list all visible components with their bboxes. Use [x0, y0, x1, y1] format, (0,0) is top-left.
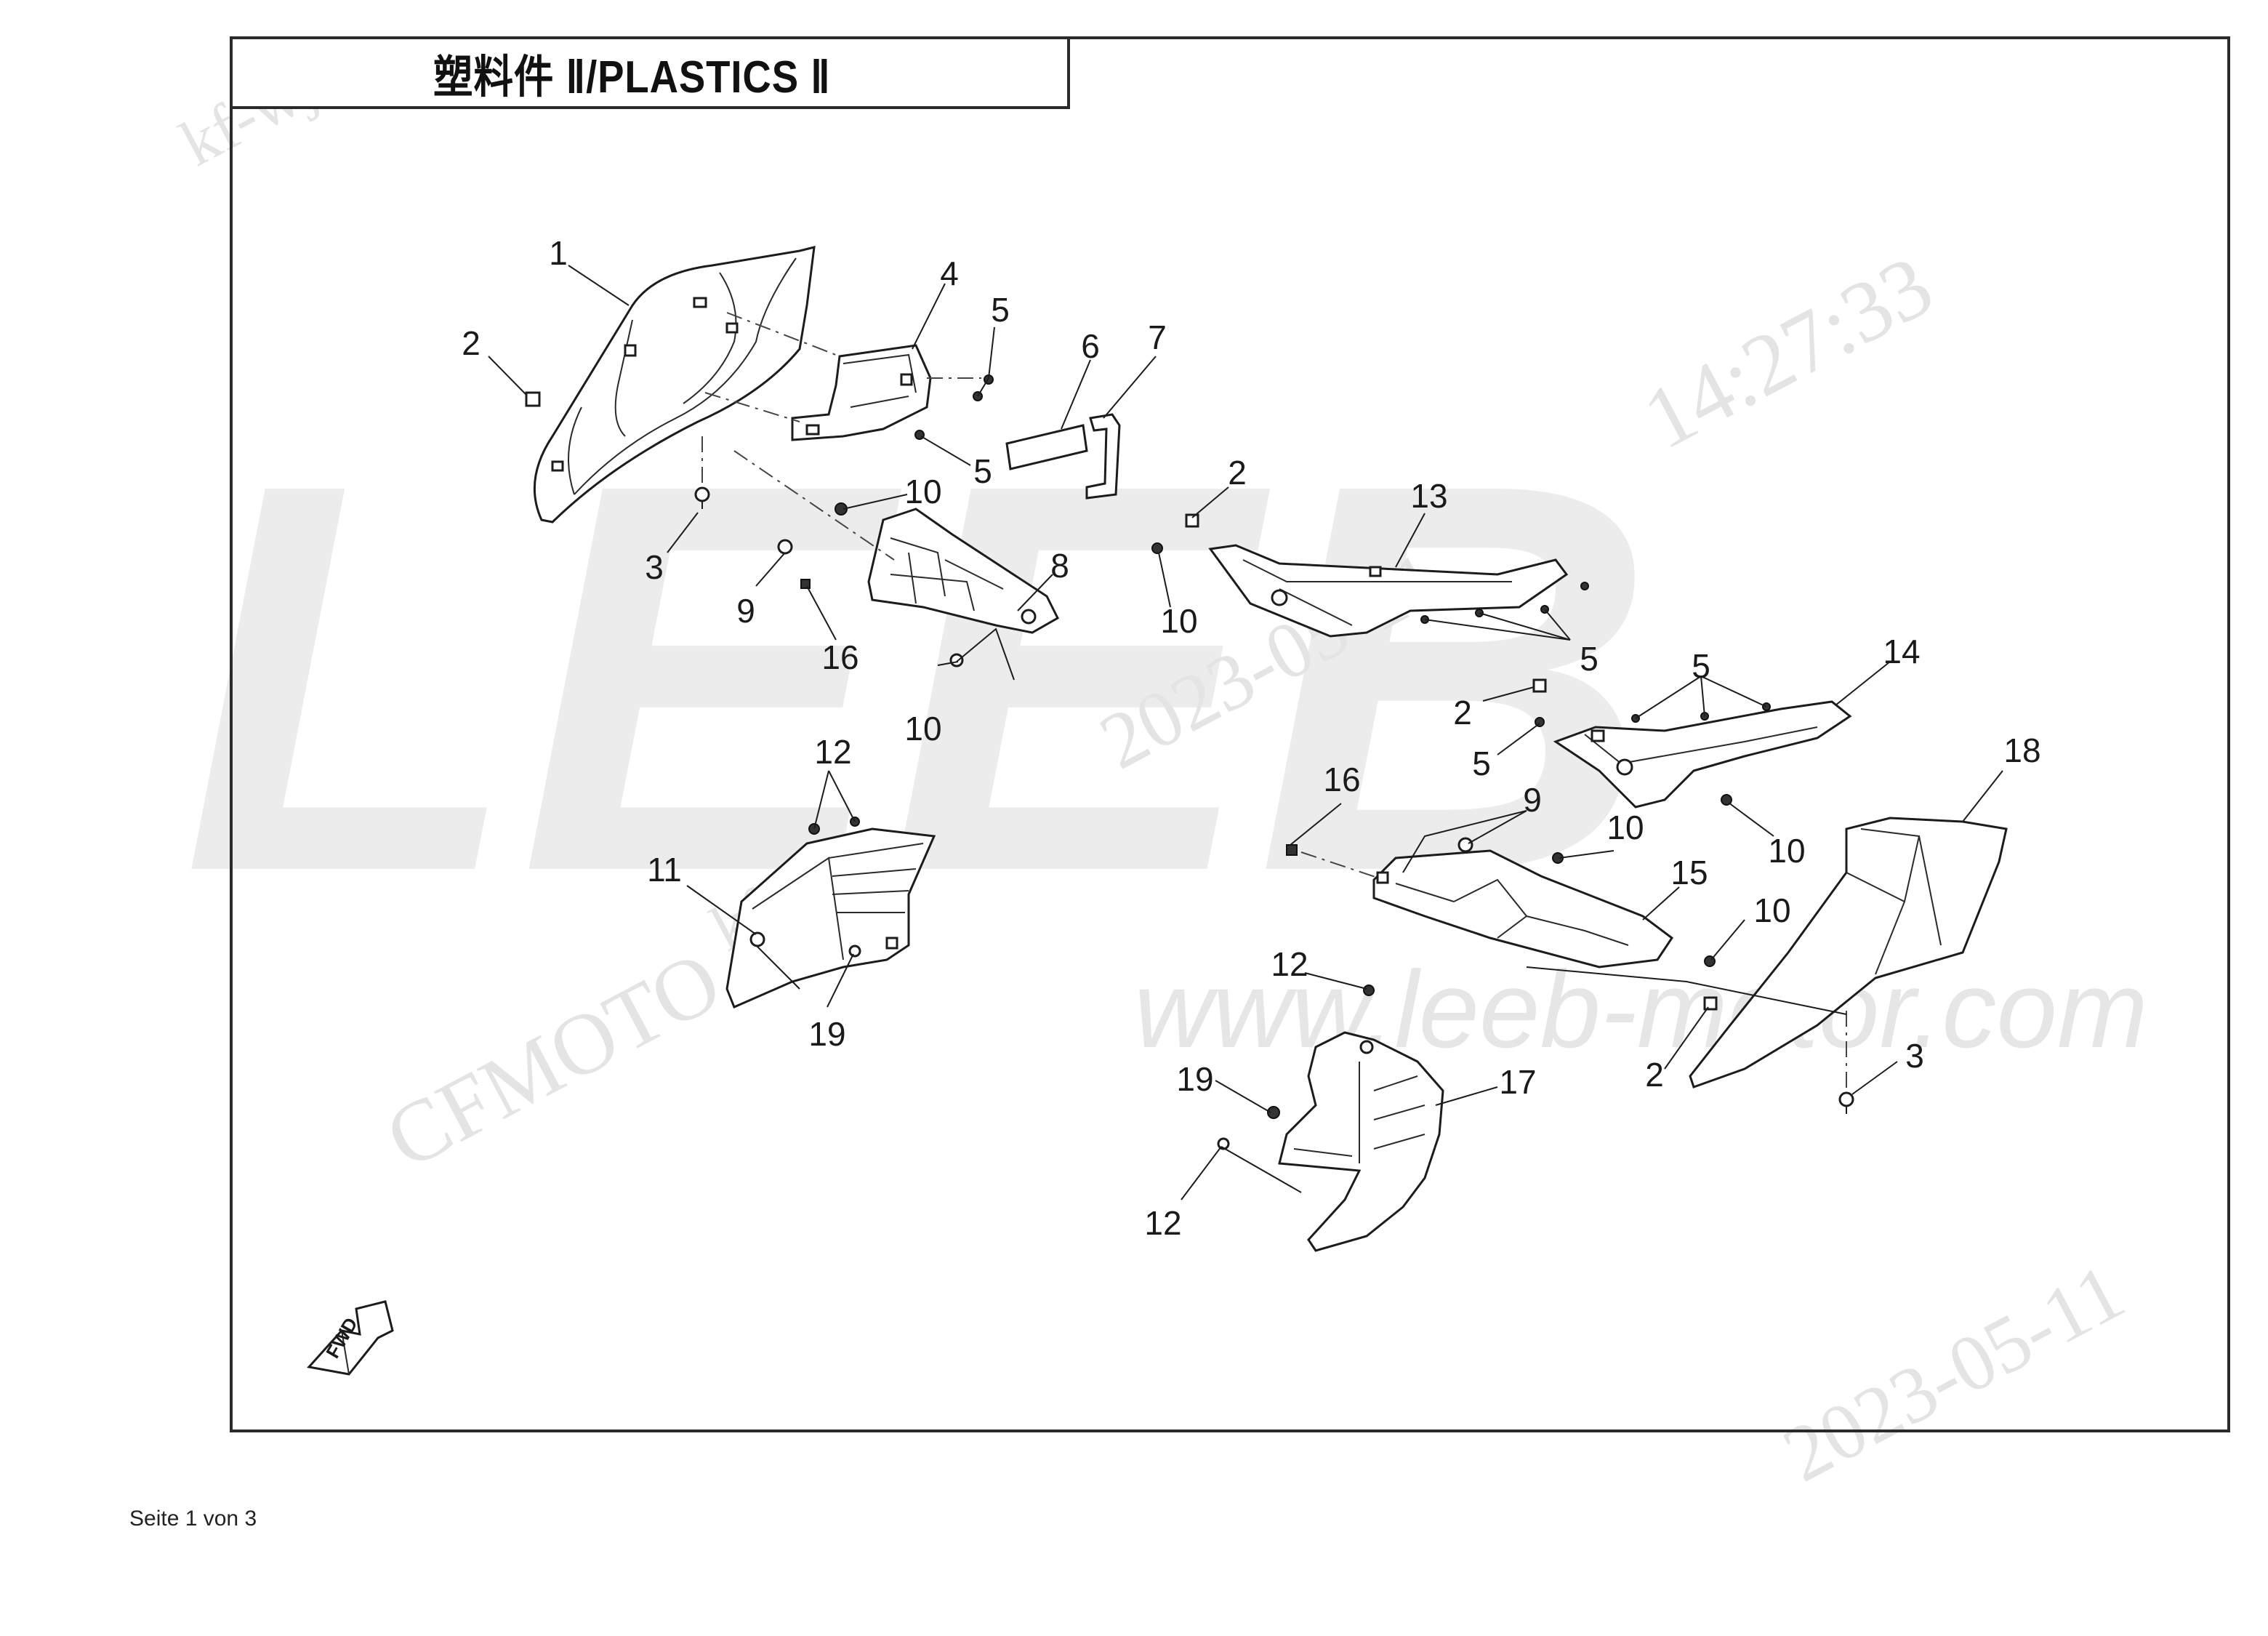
callout-14: 14	[1883, 633, 1920, 670]
callout-5: 5	[991, 291, 1010, 329]
diagram-title: 塑料件 Ⅱ/PLASTICS Ⅱ	[433, 52, 831, 103]
nut-10c	[1151, 542, 1163, 554]
callout-10: 10	[904, 710, 941, 747]
clip-nut-2a	[525, 391, 541, 407]
screw-19b	[1267, 1106, 1280, 1119]
callout-2: 2	[1645, 1056, 1664, 1094]
callout-12: 12	[1144, 1204, 1181, 1242]
clip-nut-2c	[1532, 678, 1547, 693]
part-15-vent-grill	[1372, 849, 1674, 969]
part-4-bracket	[791, 344, 932, 441]
callout-18: 18	[2003, 731, 2040, 769]
assembly-line-5	[1300, 851, 1378, 878]
callout-12: 12	[814, 733, 851, 771]
assembly-line-1	[726, 312, 840, 357]
callout-11: 11	[647, 851, 682, 889]
grommet-9b	[1457, 837, 1473, 853]
screw-3a	[694, 436, 710, 509]
callout-9: 9	[1523, 781, 1542, 819]
callout-12: 12	[1271, 945, 1308, 983]
bolt-5g	[1580, 582, 1589, 590]
callout-10: 10	[1606, 809, 1644, 846]
title-box: 塑料件 Ⅱ/PLASTICS Ⅱ	[230, 36, 1070, 109]
callout-9: 9	[736, 592, 755, 630]
assembly-line-4	[733, 450, 895, 561]
part-18-side-panel	[1689, 817, 2008, 1088]
callout-2: 2	[1453, 694, 1472, 731]
part-14-side-trim	[1553, 700, 1852, 809]
callout-5: 5	[1692, 647, 1710, 685]
callout-10: 10	[1160, 602, 1197, 640]
part-1-front-cowl	[533, 246, 816, 524]
callout-10: 10	[1768, 832, 1805, 870]
fwd-direction-arrow: FWD	[307, 1300, 394, 1376]
callout-16: 16	[821, 638, 858, 676]
callout-8: 8	[1050, 547, 1069, 585]
part-7-strap	[1085, 413, 1121, 500]
part-11-lower-trim	[725, 827, 936, 1009]
nut-12d	[1217, 1137, 1230, 1150]
callout-19: 19	[1176, 1060, 1213, 1098]
callout-2: 2	[1228, 454, 1247, 492]
clip-16b	[1286, 844, 1298, 856]
callout-5: 5	[1580, 640, 1599, 678]
callout-1: 1	[549, 234, 568, 272]
nut-12c	[1363, 985, 1375, 996]
callout-13: 13	[1410, 477, 1447, 515]
callout-17: 17	[1499, 1063, 1536, 1101]
callout-16: 16	[1323, 761, 1360, 798]
callout-5: 5	[973, 452, 992, 490]
screw-3b	[1838, 1011, 1854, 1114]
callout-10: 10	[1753, 891, 1790, 929]
callout-2: 2	[462, 324, 480, 362]
drawing-frame	[230, 36, 2230, 1432]
watermark-url: www.leeb-motor.com	[1134, 948, 2148, 1070]
part-6-pad	[1005, 424, 1088, 470]
part-8-vent-grill	[867, 508, 1059, 634]
callout-5: 5	[1472, 745, 1491, 782]
callout-19: 19	[808, 1015, 845, 1053]
callout-3: 3	[1905, 1037, 1924, 1075]
callout-15: 15	[1670, 854, 1708, 891]
leader-lines	[488, 265, 2003, 1200]
page-footer: Seite 1 von 3	[129, 1507, 257, 1531]
screw-19a	[848, 945, 861, 958]
clip-nut-2d	[1703, 996, 1718, 1011]
nut-10a	[835, 502, 848, 516]
part-13-side-trim	[1208, 544, 1569, 638]
callout-4: 4	[940, 254, 959, 292]
clip-nut-2b	[1185, 513, 1199, 528]
callout-labels: 1 2 3 4 5 5 6 7 10 9 16 8 10 2 13 10 5 5…	[462, 234, 2040, 1242]
part-17-lower-trim	[1278, 1031, 1444, 1252]
callout-7: 7	[1148, 318, 1167, 356]
callout-6: 6	[1081, 327, 1100, 365]
callout-10: 10	[904, 473, 941, 510]
callout-3: 3	[645, 548, 664, 586]
